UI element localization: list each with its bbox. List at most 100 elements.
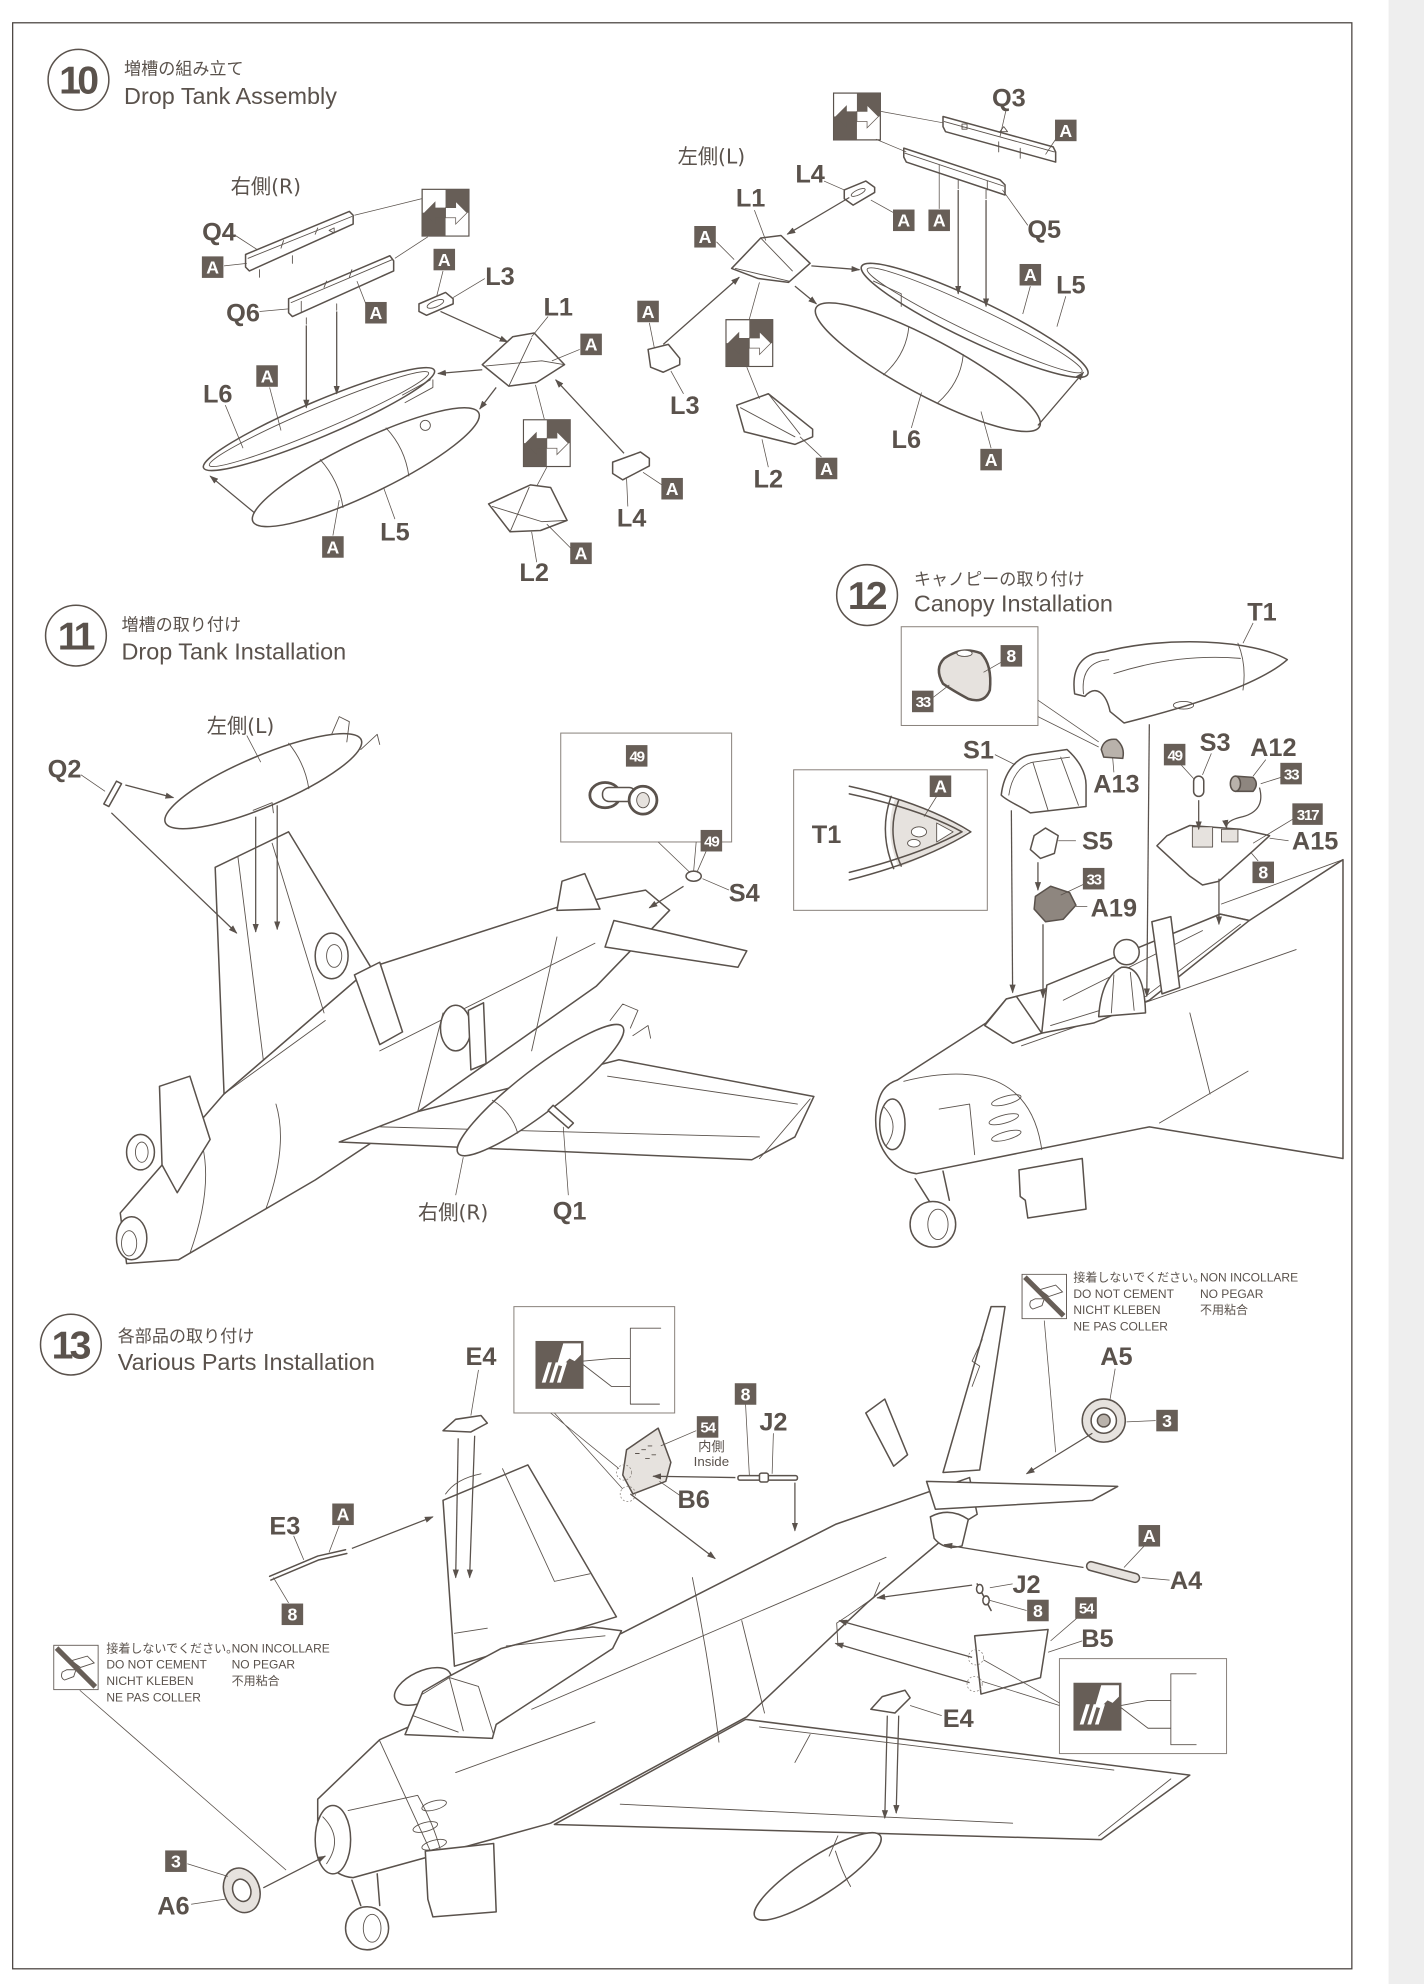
arrow bbox=[881, 1715, 889, 1820]
paint-code: 33 bbox=[911, 690, 934, 713]
step-number: 10 bbox=[59, 59, 98, 103]
label-q3: Q3 bbox=[992, 84, 1026, 112]
part-e4-upper bbox=[442, 1414, 489, 1433]
part-l5-filler-cap bbox=[419, 419, 431, 431]
part-a4 bbox=[1085, 1560, 1141, 1584]
label-l2: L2 bbox=[519, 559, 549, 587]
leader-lines bbox=[80, 735, 730, 1196]
paint-code-text: 49 bbox=[1167, 747, 1182, 764]
label-l4: L4 bbox=[617, 505, 647, 533]
paint-code-text: A bbox=[934, 777, 947, 797]
ejection-seat bbox=[1151, 915, 1181, 995]
part-s5 bbox=[1029, 827, 1059, 860]
main-gear-wheel bbox=[439, 1004, 472, 1052]
attachment-point bbox=[966, 1675, 983, 1692]
part-j2-lower bbox=[975, 1583, 992, 1612]
arrow bbox=[893, 1715, 900, 1814]
paint-code-text: A bbox=[1059, 121, 1072, 141]
arrow bbox=[452, 1438, 459, 1579]
gun-port bbox=[991, 1129, 1022, 1142]
pair-leader bbox=[394, 236, 429, 259]
left-wing-lines bbox=[223, 842, 326, 1095]
nose-gear-hub bbox=[362, 1913, 382, 1943]
label-b6: B6 bbox=[677, 1486, 709, 1514]
b5-detail-bracket bbox=[1121, 1673, 1197, 1746]
step-number-badge bbox=[47, 48, 110, 111]
attachment-point bbox=[616, 1464, 633, 1481]
paint-code: A bbox=[929, 775, 952, 798]
label-e3: E3 bbox=[269, 1513, 300, 1541]
paint-code: A bbox=[580, 333, 602, 356]
nose-gear-door bbox=[424, 1842, 497, 1918]
do-not-cement-icon bbox=[1022, 1274, 1066, 1318]
paint-code-text: A bbox=[985, 450, 998, 470]
paint-code: A bbox=[433, 248, 456, 271]
cockpit-opening bbox=[1040, 913, 1251, 1034]
paint-code-text: 54 bbox=[700, 1420, 716, 1437]
label-a15: A15 bbox=[1292, 828, 1338, 856]
arrow bbox=[648, 885, 684, 909]
canopy-frame bbox=[412, 1635, 606, 1736]
paint-code-text: 33 bbox=[916, 694, 931, 711]
main-gear-door bbox=[353, 961, 404, 1046]
arrow bbox=[811, 265, 861, 273]
paint-code: A bbox=[256, 365, 278, 387]
paint-code-text: A bbox=[327, 537, 340, 557]
part-l2-detail bbox=[740, 393, 801, 438]
t1-detail-oval bbox=[907, 838, 921, 848]
arrow bbox=[1009, 810, 1016, 994]
notice-line: NICHT KLEBEN bbox=[1073, 1303, 1160, 1317]
do-not-cement-notice-right: 接着しないでください。 DO NOT CEMENT NICHT KLEBEN N… bbox=[1073, 1269, 1298, 1333]
leader-lines bbox=[923, 622, 1296, 907]
pair-leader bbox=[880, 111, 944, 124]
label-t1-detail: T1 bbox=[812, 821, 842, 849]
paint-code-text: 8 bbox=[1006, 646, 1016, 666]
label-q6: Q6 bbox=[226, 300, 260, 328]
step-number-badge bbox=[835, 563, 899, 627]
part-q4 bbox=[244, 210, 354, 272]
pair-leader bbox=[354, 198, 422, 216]
paint-code-text: A bbox=[585, 335, 598, 355]
nose-intake-inner bbox=[121, 1230, 138, 1257]
nose-gear-leg bbox=[351, 1873, 381, 1907]
step-13-drawing: 接着しないでください。 DO NOT CEMENT NICHT KLEBEN N… bbox=[54, 1269, 1298, 1951]
nose-gear-door bbox=[158, 1075, 211, 1194]
part-q4-detail bbox=[247, 216, 353, 278]
b6-note-ja: 内側 bbox=[698, 1439, 725, 1454]
step-number: 13 bbox=[52, 1324, 91, 1368]
nose-gear-leg bbox=[914, 1170, 951, 1204]
paint-code: A bbox=[322, 536, 344, 558]
paint-code: 8 bbox=[1252, 861, 1275, 884]
nose-intake bbox=[314, 1804, 352, 1875]
horizontal-stabilizer bbox=[925, 1480, 1119, 1510]
arrow bbox=[786, 196, 850, 235]
paint-code-text: 8 bbox=[287, 1605, 297, 1625]
rudder-line bbox=[971, 1339, 983, 1387]
part-a15-cockpit-tub bbox=[1156, 824, 1271, 886]
paint-code: 8 bbox=[1027, 1599, 1049, 1622]
paint-code: A bbox=[365, 301, 387, 324]
drop-tank-left-detail bbox=[252, 716, 381, 814]
arrow bbox=[1025, 1432, 1093, 1475]
paint-code-text: A bbox=[206, 257, 219, 277]
label-q1: Q1 bbox=[553, 1197, 587, 1225]
right-wing bbox=[338, 1058, 815, 1161]
arrow bbox=[440, 310, 509, 343]
left-wing-lines bbox=[445, 1468, 591, 1634]
label-j2-lower: J2 bbox=[1012, 1571, 1040, 1599]
fuselage-panel-lines bbox=[189, 936, 596, 1254]
arrow bbox=[555, 379, 625, 454]
arrow bbox=[834, 1642, 970, 1684]
paint-code: 3 bbox=[1156, 1409, 1178, 1432]
label-e4-upper: E4 bbox=[466, 1343, 497, 1371]
step-number-badge bbox=[39, 1313, 103, 1376]
paint-code-text: A bbox=[438, 250, 451, 270]
label-l6: L6 bbox=[203, 381, 233, 409]
arrow bbox=[1037, 371, 1085, 426]
detail-view-icon bbox=[1073, 1682, 1122, 1731]
paint-code: A bbox=[201, 256, 224, 278]
arrow bbox=[876, 1584, 973, 1600]
label-q5: Q5 bbox=[1027, 216, 1061, 244]
part-q6-detail bbox=[290, 259, 393, 325]
label-q4: Q4 bbox=[202, 219, 236, 247]
